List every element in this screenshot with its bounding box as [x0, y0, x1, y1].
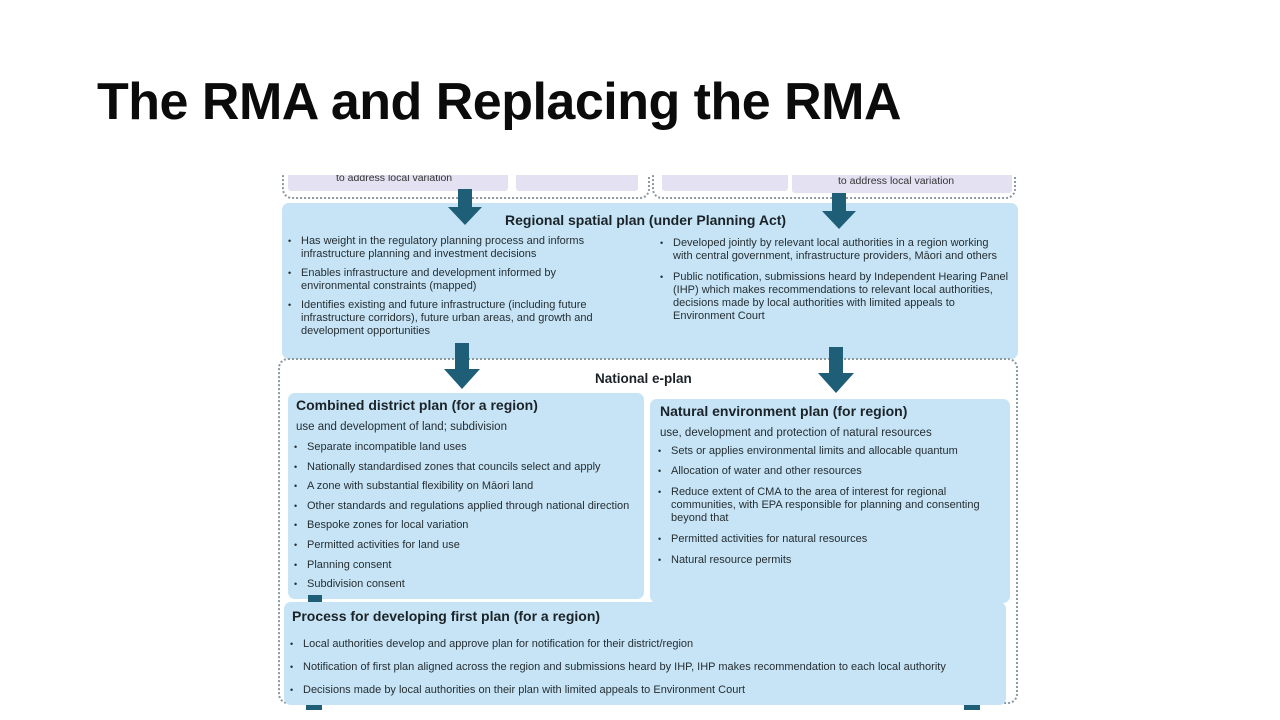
- top-right-fragment-text: to address local variation: [838, 175, 955, 187]
- process-first-plan-bullets: Local authorities develop and approve pl…: [290, 633, 1002, 702]
- natural-environment-plan-bullets: Sets or applies environmental limits and…: [658, 445, 1008, 567]
- list-item: Public notification, submissions heard b…: [660, 271, 1010, 323]
- connector-bar: [964, 701, 980, 710]
- list-item: Decisions made by local authorities on t…: [290, 679, 1002, 702]
- combined-district-plan-heading: Combined district plan (for a region): [296, 397, 538, 413]
- combined-district-plan-subheading: use and development of land; subdivision: [296, 421, 507, 433]
- arrow-down-icon: [444, 343, 480, 389]
- list-item: Local authorities develop and approve pl…: [290, 633, 1002, 656]
- list-item: Enables infrastructure and development i…: [288, 267, 616, 293]
- top-left-fragment-text: to address local variation: [336, 175, 453, 184]
- regional-spatial-plan-left-bullets: Has weight in the regulatory planning pr…: [288, 235, 616, 338]
- regional-spatial-plan-right-bullets: Developed jointly by relevant local auth…: [660, 237, 1010, 323]
- arrow-down-icon: [818, 347, 854, 393]
- list-item: Developed jointly by relevant local auth…: [660, 237, 1010, 263]
- list-item: Identifies existing and future infrastru…: [288, 299, 616, 338]
- arrow-down-icon: [822, 193, 856, 229]
- list-item: Other standards and regulations applied …: [294, 497, 642, 517]
- national-eplan-label: National e-plan: [595, 371, 692, 386]
- list-item: Planning consent: [294, 556, 642, 576]
- list-item: Natural resource permits: [658, 554, 1008, 567]
- slide-title: The RMA and Replacing the RMA: [97, 73, 902, 131]
- list-item: Sets or applies environmental limits and…: [658, 445, 1008, 458]
- list-item: Notification of first plan aligned acros…: [290, 656, 1002, 679]
- connector-bar: [308, 595, 322, 605]
- regional-spatial-plan-heading: Regional spatial plan (under Planning Ac…: [505, 212, 787, 228]
- natural-environment-plan-subheading: use, development and protection of natur…: [660, 427, 932, 439]
- top-right-fragment-box: [662, 175, 788, 191]
- list-item: Allocation of water and other resources: [658, 465, 1008, 478]
- list-item: Separate incompatible land uses: [294, 438, 642, 458]
- list-item: Permitted activities for land use: [294, 536, 642, 556]
- list-item: Has weight in the regulatory planning pr…: [288, 235, 616, 261]
- list-item: Nationally standardised zones that counc…: [294, 458, 642, 478]
- process-first-plan-heading: Process for developing first plan (for a…: [292, 608, 601, 624]
- natural-environment-plan-heading: Natural environment plan (for region): [660, 403, 908, 419]
- combined-district-plan-bullets: Separate incompatible land uses National…: [294, 438, 642, 595]
- arrow-down-icon: [448, 189, 482, 225]
- top-left-fragment-box-2: [516, 175, 638, 191]
- list-item: A zone with substantial flexibility on M…: [294, 477, 642, 497]
- planning-system-diagram: to address local variation to address lo…: [270, 175, 1022, 710]
- list-item: Bespoke zones for local variation: [294, 516, 642, 536]
- list-item: Permitted activities for natural resourc…: [658, 533, 1008, 546]
- top-left-fragment-box: [288, 175, 508, 191]
- top-right-fragment-box-2: [792, 175, 1012, 193]
- list-item: Reduce extent of CMA to the area of inte…: [658, 486, 1008, 525]
- list-item: Subdivision consent: [294, 575, 642, 595]
